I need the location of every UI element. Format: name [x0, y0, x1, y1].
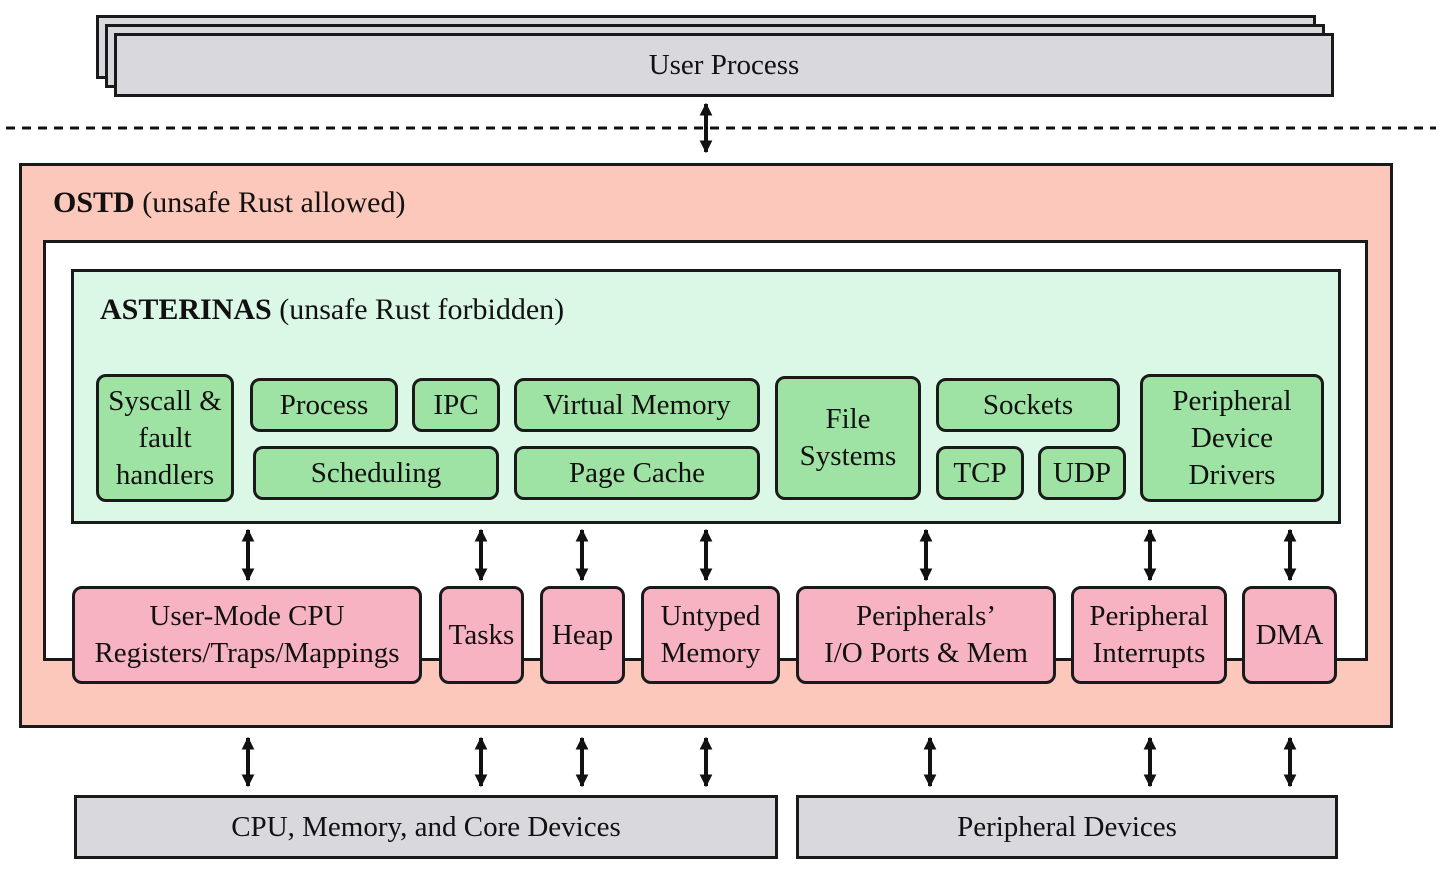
ostd-name: OSTD: [53, 186, 135, 219]
peripheral-devices: Peripheral Devices: [796, 795, 1338, 859]
ipc-component: IPC: [412, 378, 500, 432]
page-cache-component: Page Cache: [514, 446, 760, 500]
peripheral-interrupts-module: Peripheral Interrupts: [1071, 586, 1227, 684]
file-systems-component: File Systems: [775, 376, 921, 500]
heap-module: Heap: [540, 586, 625, 684]
arrows-ostd-hardware: [241, 736, 1297, 788]
user-mode-cpu-module: User-Mode CPU Registers/Traps/Mappings: [72, 586, 422, 684]
tcp-component: TCP: [936, 446, 1024, 500]
udp-component: UDP: [1038, 446, 1126, 500]
tasks-module: Tasks: [439, 586, 524, 684]
peripheral-device-drivers: Peripheral Device Drivers: [1140, 374, 1324, 502]
cpu-memory-core-devices: CPU, Memory, and Core Devices: [74, 795, 778, 859]
arrows-asterinas-ostd: [241, 528, 1297, 582]
sockets-component: Sockets: [936, 378, 1120, 432]
virtual-memory-component: Virtual Memory: [514, 378, 760, 432]
syscall-fault-handlers: Syscall & fault handlers: [96, 374, 234, 502]
asterinas-heading: ASTERINAS (unsafe Rust forbidden): [100, 293, 564, 327]
dma-module: DMA: [1242, 586, 1337, 684]
untyped-memory-module: Untyped Memory: [641, 586, 780, 684]
asterinas-note: (unsafe Rust forbidden): [279, 293, 565, 326]
peripherals-io-module: Peripherals’ I/O Ports & Mem: [796, 586, 1056, 684]
ostd-heading: OSTD (unsafe Rust allowed): [53, 186, 405, 220]
ostd-note: (unsafe Rust allowed): [142, 186, 406, 219]
asterinas-name: ASTERINAS: [100, 293, 272, 326]
scheduling-component: Scheduling: [253, 446, 499, 500]
user-process-box: User Process: [114, 33, 1334, 97]
process-component: Process: [250, 378, 398, 432]
